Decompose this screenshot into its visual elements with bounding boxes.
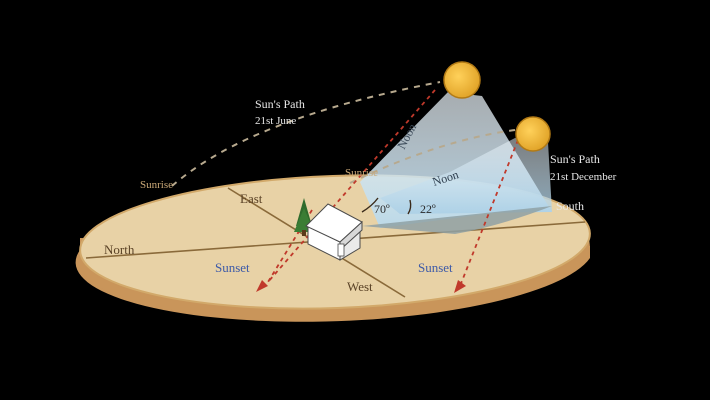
winter-noon-beam (380, 138, 552, 214)
winter-angle-shade (362, 206, 552, 234)
summer-sunset-label: Sunset (215, 260, 250, 275)
winter-sunset-arrow (454, 280, 466, 293)
direction-south: South (556, 199, 584, 213)
summer-sun-icon (443, 61, 481, 99)
suns (443, 61, 551, 152)
summer-sunrise-label: Sunrise (140, 179, 173, 191)
summer-path-label-line2: 21st June (255, 115, 296, 127)
house-icon (305, 203, 363, 261)
angle-arcs (361, 197, 412, 215)
house-door (337, 243, 345, 257)
direction-west: West (347, 279, 373, 294)
winter-angle-label: 22º (420, 202, 436, 216)
sun-paths (171, 81, 516, 187)
summer-sunset-arrow (256, 280, 268, 292)
ray-arrowheads (256, 280, 466, 293)
winter-path-label-line2: 21st December (550, 171, 617, 183)
winter-sunrise-label: Sunrise (345, 167, 378, 179)
winter-sun-icon (515, 116, 551, 152)
summer-path-label-line1: Sun's Path (255, 97, 305, 111)
winter-path-label-line1: Sun's Path (550, 152, 600, 166)
noon-beams (360, 92, 552, 234)
sun-rays (267, 89, 519, 287)
winter-sunset-label: Sunset (418, 260, 453, 275)
summer-path-curve (171, 81, 441, 187)
summer-angle-label: 70º (374, 202, 390, 216)
direction-north: North (104, 242, 135, 257)
direction-east: East (240, 191, 263, 206)
